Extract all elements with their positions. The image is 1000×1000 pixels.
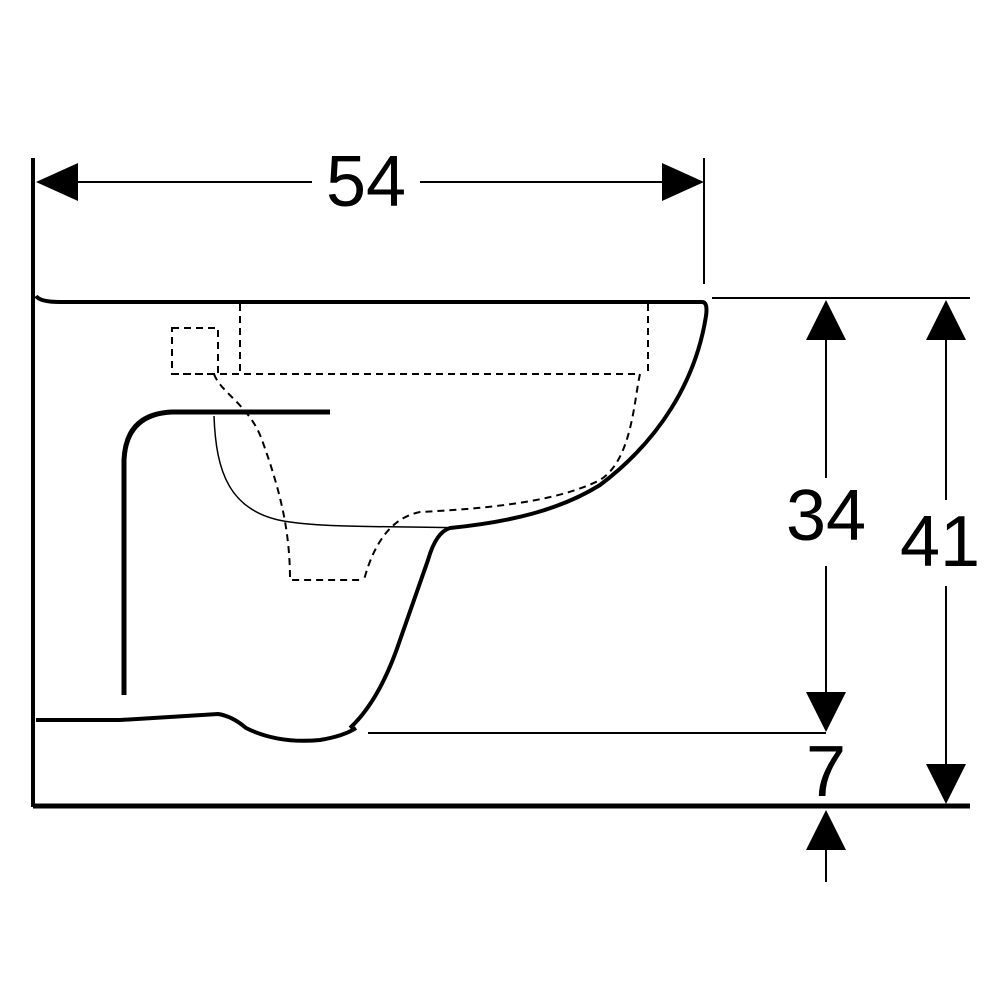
total-height-arrow-top: [926, 300, 966, 340]
total-height-label: 41: [900, 502, 980, 582]
hidden-fitting-box: [171, 327, 219, 375]
hidden-lines: [171, 304, 649, 581]
width-label: 54: [326, 142, 406, 222]
bowl-height-label: 34: [786, 476, 866, 556]
bowl-height-arrow-top: [806, 300, 846, 340]
toilet-rim: [34, 294, 709, 730]
inner-bowl-line: [213, 415, 461, 529]
total-height-arrow-bottom: [926, 764, 966, 804]
connection-pipe: [121, 409, 330, 695]
hidden-trap-outlet: [213, 373, 364, 581]
clearance-label: 7: [806, 732, 846, 812]
hidden-trap-curve: [363, 373, 641, 581]
toilet-base: [36, 711, 358, 743]
width-arrow-left: [36, 163, 78, 201]
width-arrow-right: [662, 163, 704, 201]
clearance-arrow-bottom: [806, 810, 846, 850]
bowl-height-arrow-bottom: [806, 692, 846, 732]
